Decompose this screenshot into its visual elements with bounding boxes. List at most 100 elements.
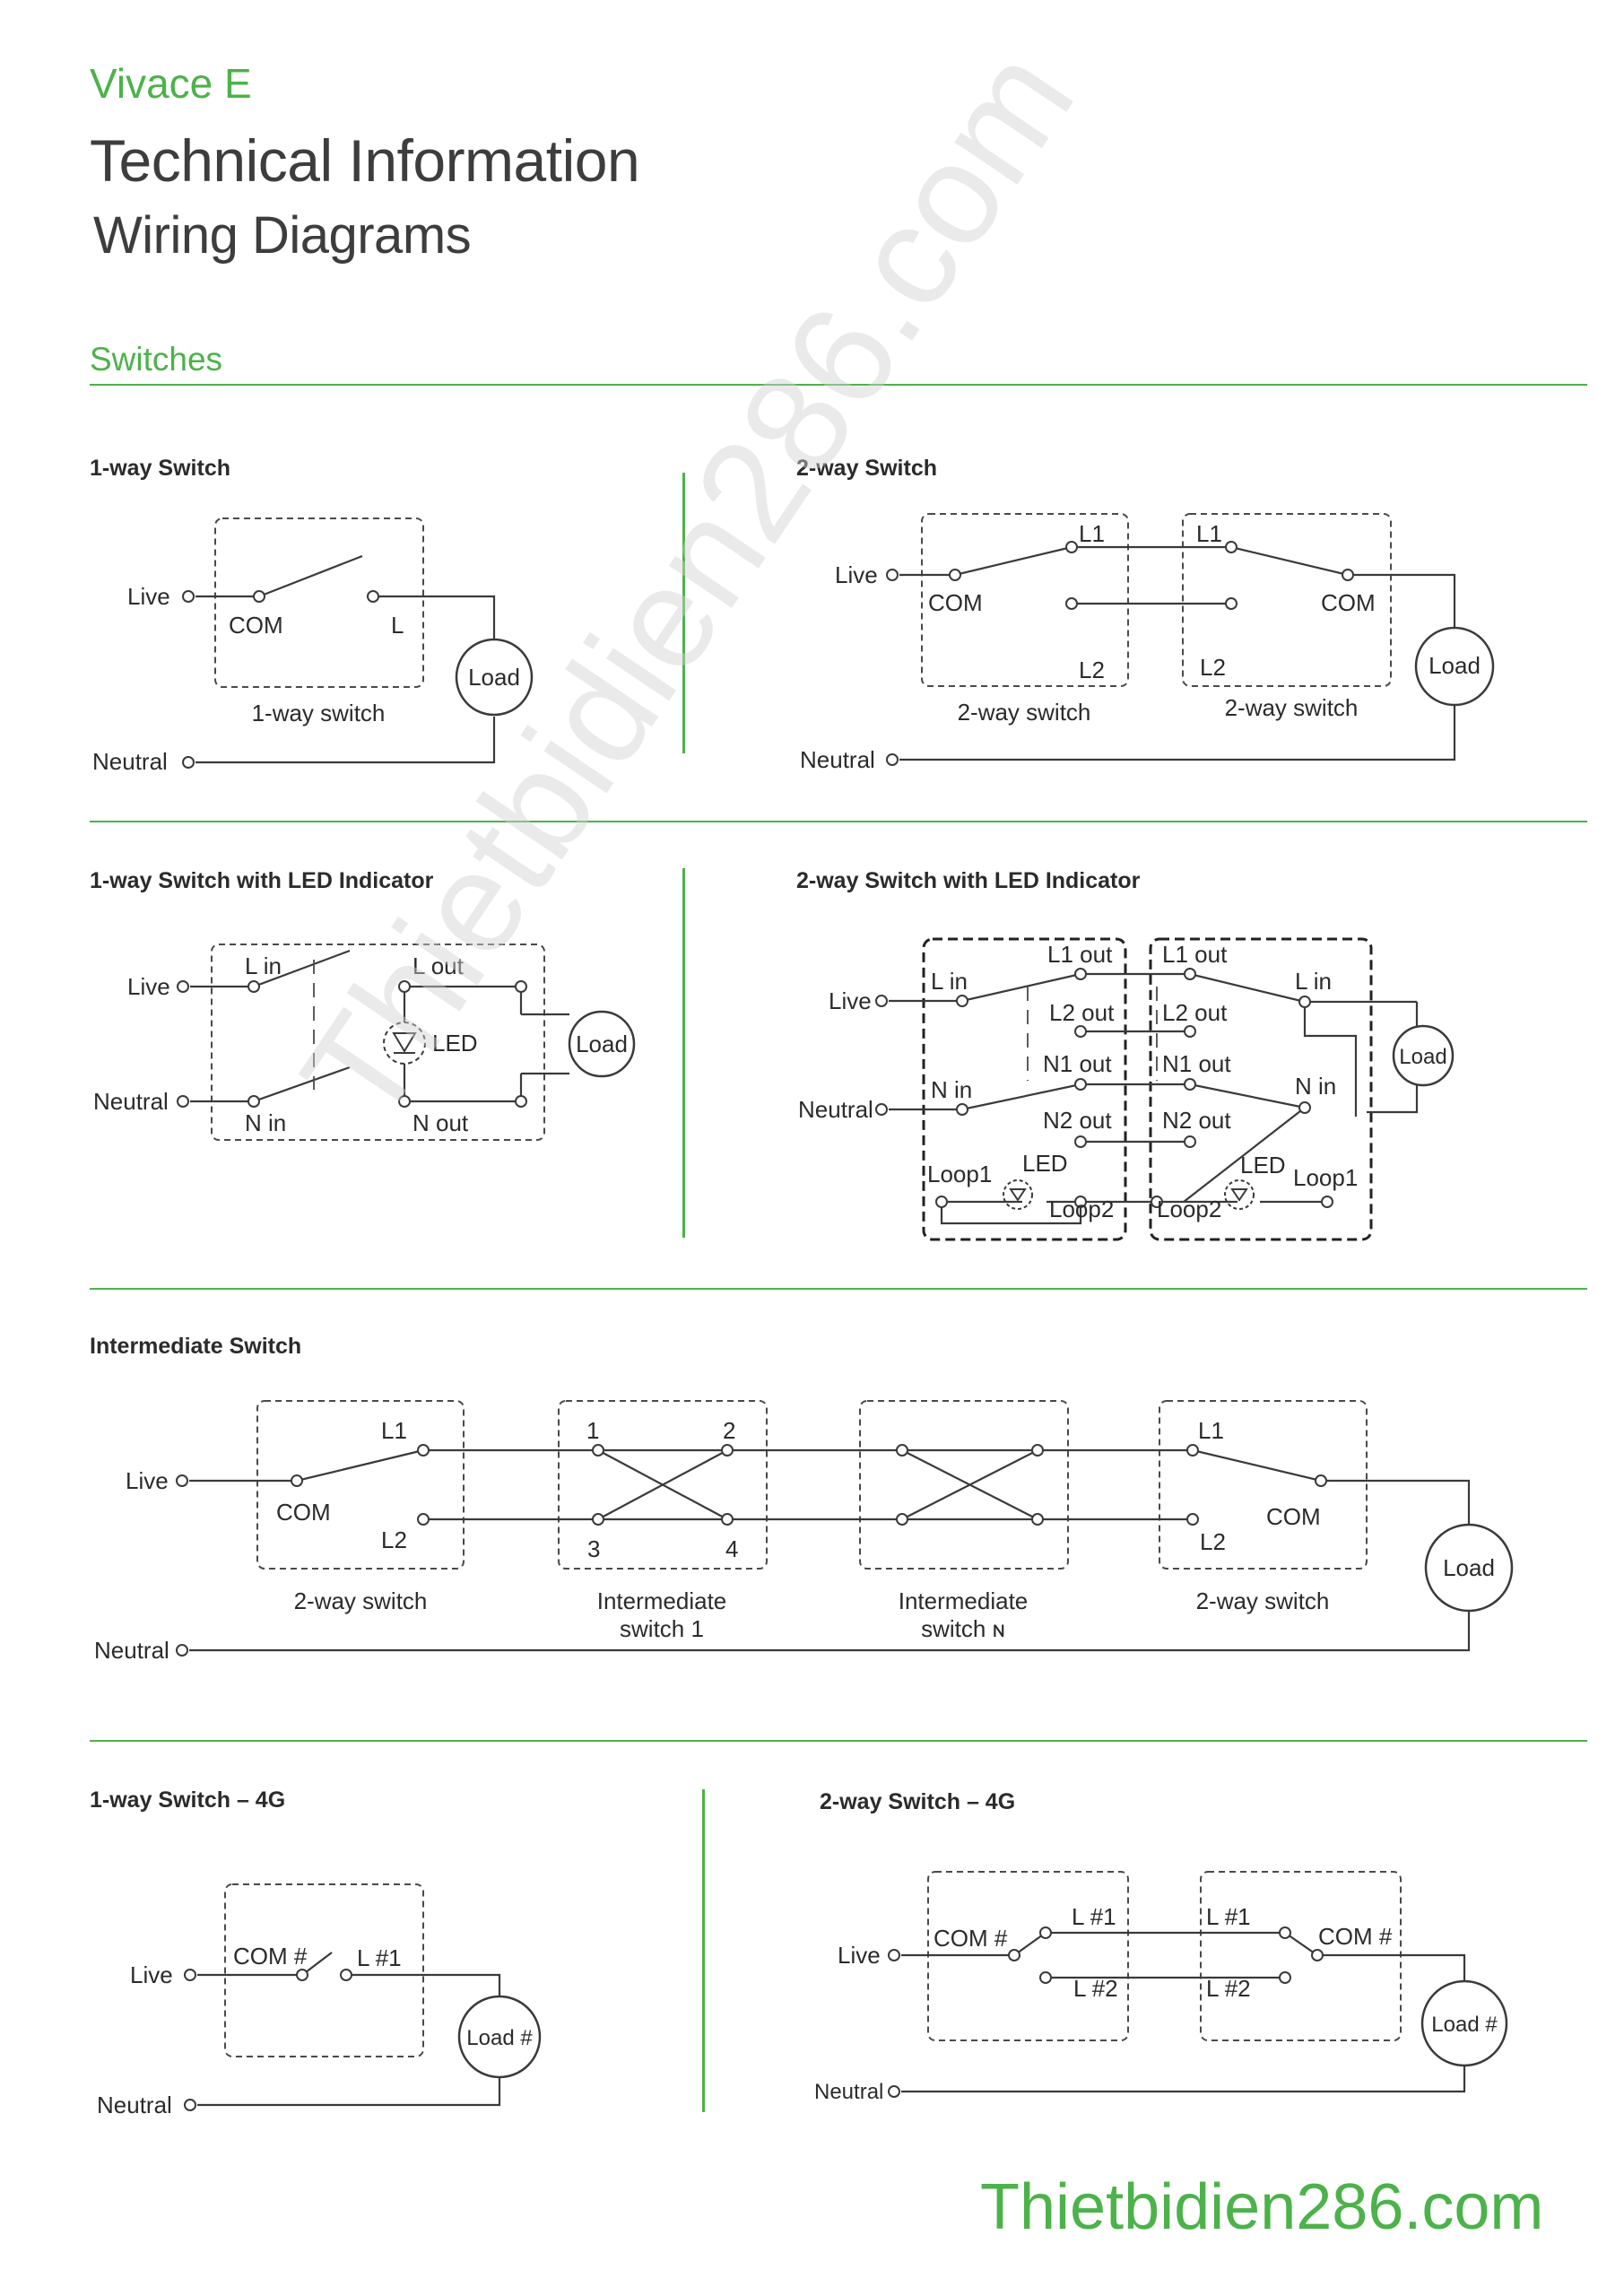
load-label: Load (468, 664, 520, 691)
live-terminal (176, 1474, 188, 1487)
n-in-terminal (956, 1103, 968, 1116)
l1-label: L1 (1198, 1417, 1224, 1444)
l-out-terminal (398, 980, 411, 993)
switch-enclosure (224, 1883, 424, 2057)
com-terminal (291, 1474, 303, 1487)
terminal-4-label: 4 (725, 1535, 738, 1562)
neutral-label: Neutral (92, 748, 168, 775)
section-title: Switches (90, 341, 223, 378)
neutral-label: Neutral (93, 1088, 169, 1115)
neutral-wire (197, 2072, 501, 2107)
loop1-label: Loop1 (1293, 1164, 1358, 1191)
com-terminal (949, 569, 961, 581)
neutral-terminal (176, 1644, 188, 1657)
diagram-title-intermediate: Intermediate Switch (90, 1334, 302, 1359)
load-symbol (1392, 1024, 1455, 1087)
switch-enclosure-left (922, 937, 1127, 1241)
loop2-terminal (1074, 1196, 1087, 1208)
terminal-1-label: 1 (586, 1417, 599, 1444)
live-terminal (886, 569, 899, 581)
loop1-label: Loop1 (927, 1161, 992, 1187)
terminal-2 (721, 1444, 734, 1457)
neutral-label: Neutral (798, 1096, 873, 1123)
switch-caption: 2-way switch (294, 1587, 428, 1614)
l2-terminal (1279, 1971, 1291, 1984)
row-divider (90, 1288, 1587, 1290)
l2-label: L2 (1200, 1528, 1226, 1555)
column-divider (682, 868, 685, 1238)
n2-out-label: N2 out (1043, 1107, 1112, 1134)
l2-out-terminal (1074, 1025, 1087, 1038)
n-in-label: N in (245, 1109, 286, 1136)
n-in-terminal (248, 1095, 260, 1108)
switch-caption: 2-way switch (1225, 694, 1359, 721)
switch-enclosure-intn (859, 1400, 1069, 1570)
page-title: Technical Information (90, 127, 640, 194)
live-label: Live (126, 1467, 169, 1494)
l-in-terminal (956, 995, 968, 1007)
l-in-terminal (1298, 996, 1311, 1008)
neutral-label: Neutral (800, 746, 875, 773)
diagram-title-1way-4g: 1-way Switch – 4G (90, 1787, 286, 1813)
row-divider (90, 821, 1587, 822)
l1-label: L #1 (1072, 1903, 1116, 1930)
com-label: COM # (1318, 1923, 1393, 1950)
terminal (1031, 1444, 1044, 1457)
load-symbol (457, 1995, 542, 2079)
l1-terminal (1039, 1926, 1052, 1939)
led-loop-wire (940, 1200, 1327, 1225)
load-label: Load (1443, 1554, 1495, 1581)
l-in-label: L in (245, 952, 282, 979)
l2-label: L2 (381, 1526, 407, 1553)
switch-enclosure-right (1182, 513, 1392, 687)
l2-terminal (1225, 597, 1238, 610)
neutral-wire (195, 717, 496, 764)
l-terminal (367, 590, 379, 603)
live-label: Live (829, 987, 872, 1014)
cross-link (597, 1449, 1038, 1520)
load-label: Load (576, 1031, 628, 1057)
load-label: Load # (466, 2026, 533, 2050)
l-terminal (340, 1969, 352, 1981)
n-in-label: N in (1295, 1073, 1336, 1100)
live-terminal (182, 590, 195, 603)
n1-out-terminal (1074, 1078, 1087, 1091)
mechanical-link (1027, 987, 1158, 1081)
load-symbol (455, 638, 534, 717)
live-label: Live (127, 583, 170, 610)
l1-out-label: L1 out (1162, 941, 1228, 968)
l2-label: L2 (1079, 657, 1105, 683)
com-terminal (1311, 1949, 1324, 1961)
switch-caption: switch 1 (620, 1615, 704, 1642)
loop2-label: Loop2 (1157, 1196, 1221, 1222)
com-label: COM # (934, 1925, 1008, 1952)
n2-out-label: N2 out (1162, 1107, 1231, 1134)
diagram-title-2way: 2-way Switch (796, 456, 937, 481)
live-terminal (184, 1969, 196, 1981)
l-in-terminal (248, 980, 260, 993)
live-label: Live (130, 1961, 173, 1988)
l2-label: L2 (1200, 654, 1226, 681)
com-label: COM (229, 612, 283, 639)
n2-out-terminal (1184, 1135, 1196, 1148)
diagram-title-2way-4g: 2-way Switch – 4G (820, 1789, 1016, 1814)
l2-label: L #2 (1073, 1975, 1118, 2002)
l1-label: L1 (381, 1417, 407, 1444)
footer-site-name: Thietbidien286.com (980, 2171, 1544, 2243)
diagram-title-2way-led: 2-way Switch with LED Indicator (796, 868, 1141, 893)
com-terminal (1315, 1474, 1327, 1487)
led-label: LED (432, 1030, 478, 1057)
led-icon (1224, 1179, 1255, 1210)
traveller-wires (1081, 1030, 1190, 1144)
switch-enclosure (211, 944, 545, 1141)
switch-enclosure-left (921, 513, 1129, 687)
n-out-label: N out (413, 1109, 469, 1136)
l1-out-label: L1 out (1047, 941, 1113, 968)
n1-out-label: N1 out (1043, 1050, 1112, 1077)
load-symbol (568, 1010, 636, 1078)
switch-enclosure-2way-right (1159, 1400, 1368, 1570)
switch-caption: switch ɴ (921, 1615, 1005, 1642)
